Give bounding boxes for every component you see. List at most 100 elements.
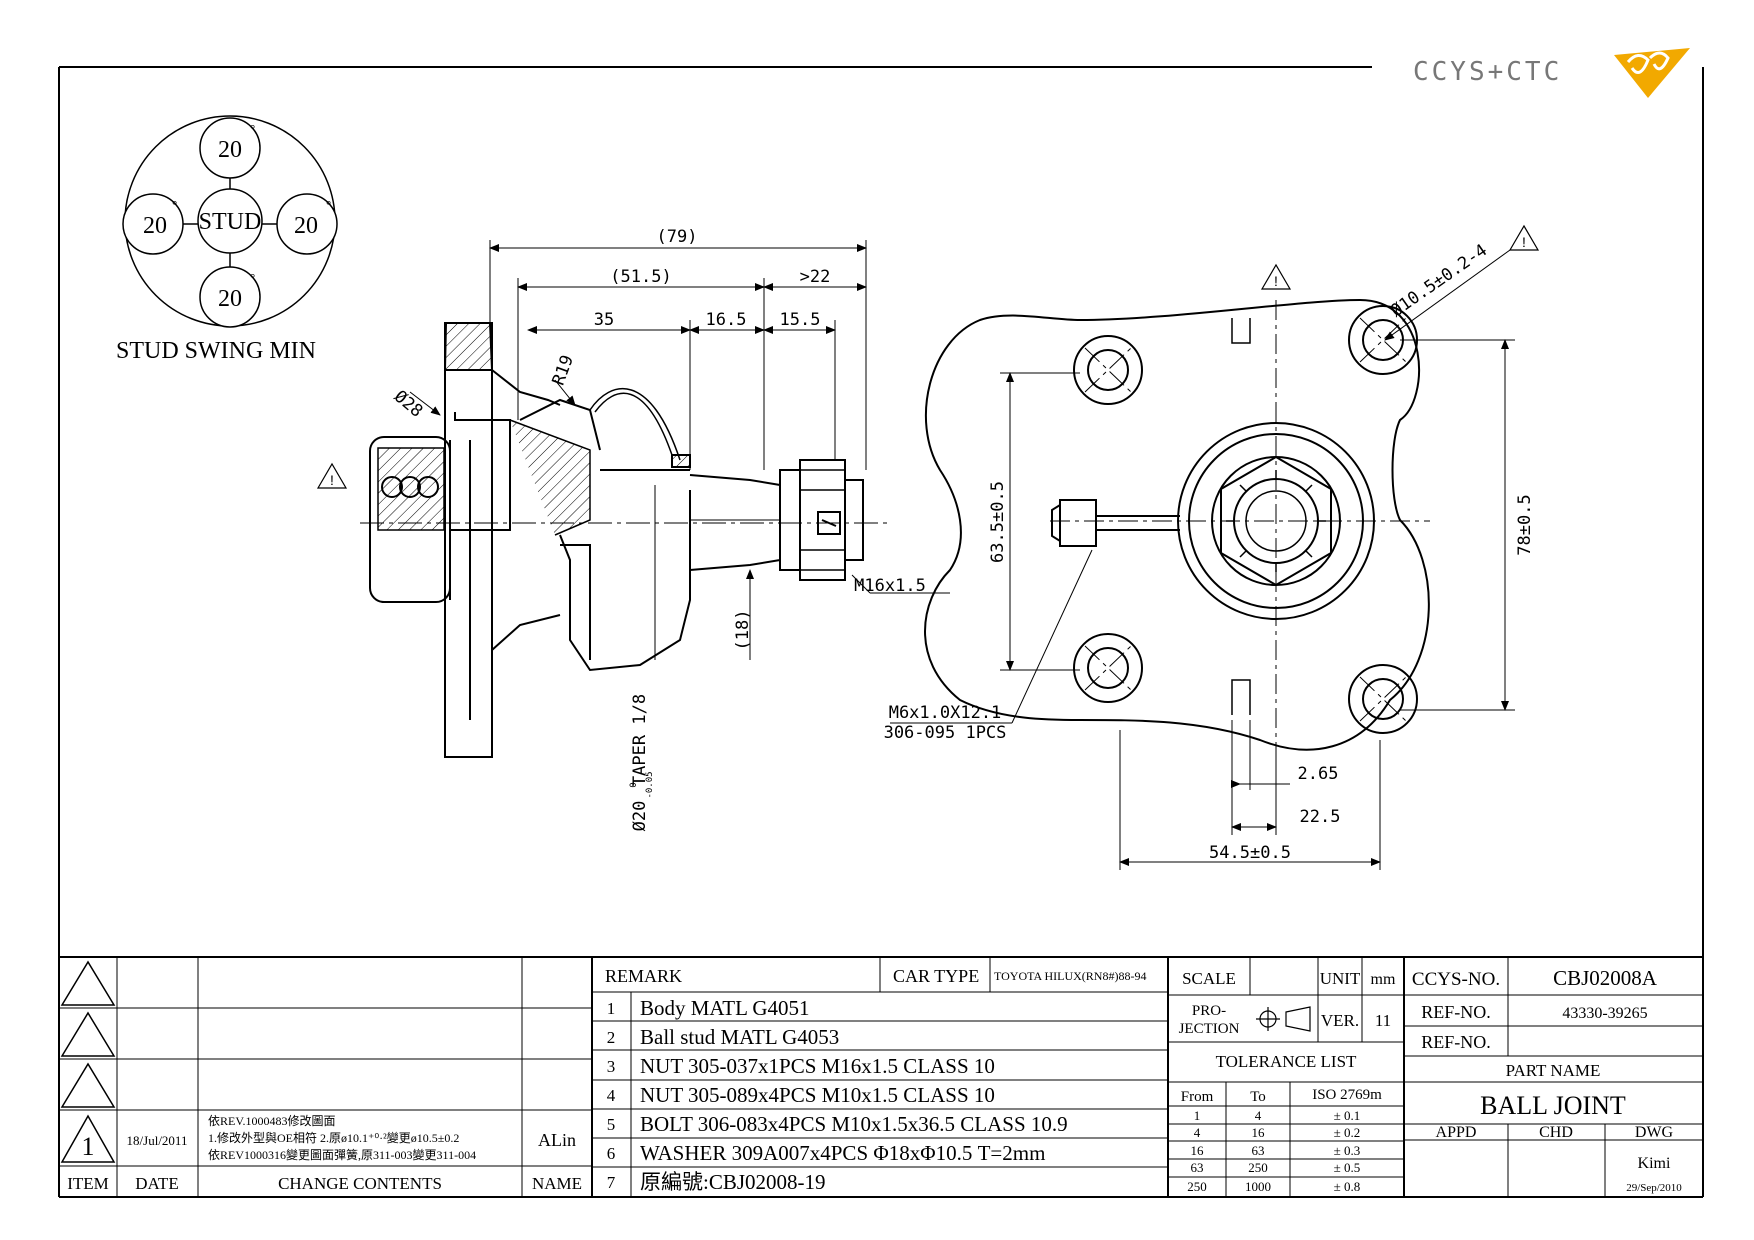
ccys-no-value: CBJ02008A [1553,966,1658,990]
tolerance-cell: 63 [1191,1160,1204,1175]
revision-change-line-3: 依REV1000316變更圖面彈簧,原311-003變更311-004 [208,1147,476,1162]
swing-bottom-value: 20 [218,286,242,312]
tolerance-header: ISO 2769m [1312,1087,1382,1103]
item-header: ITEM [67,1174,109,1193]
logo-text: CCYS+CTC [1413,57,1562,87]
dim-15-5: 15.5 [780,310,821,330]
dim-63-5: 63.5±0.5 [988,481,1008,563]
ref-no-value: 43330-39265 [1562,1005,1647,1022]
remark-item-number: 3 [607,1057,616,1076]
warning-triangle-icon: ! [1508,224,1540,251]
ref-no-label: REF-NO. [1421,1002,1491,1022]
remark-item-number: 5 [607,1115,616,1134]
tolerance-cell: 4 [1194,1125,1201,1140]
dim-22-5: 22.5 [1300,807,1341,827]
tolerance-header: From [1181,1089,1214,1105]
dim-overall: (79) [657,227,698,247]
warning-triangle-icon: ! [1260,263,1292,290]
top-view-centerlines [1050,300,1430,760]
cap-diameter: Ø28 [390,387,426,422]
version-value: 11 [1375,1011,1391,1030]
remark-item-text: NUT 305-037x1PCS M16x1.5 CLASS 10 [640,1054,995,1078]
stud-swing-label: STUD SWING MIN [116,338,316,364]
swing-right-value: 20 [294,213,318,239]
car-type-label: CAR TYPE [893,966,979,986]
dim-thread-length: >22 [800,267,831,287]
tolerance-cell: ± 0.3 [1334,1143,1361,1158]
warning-triangle-icon: ! [316,462,348,489]
svg-text:!: ! [1522,234,1526,250]
ref-no-label: REF-NO. [1421,1032,1491,1052]
tolerance-cell: ± 0.2 [1334,1125,1361,1140]
remark-item-text: NUT 305-089x4PCS M10x1.5 CLASS 10 [640,1083,995,1107]
thread-spec: M16x1.5 [854,576,926,596]
tolerance-cell: 250 [1187,1179,1207,1194]
projection-label-1: PRO- [1192,1003,1226,1019]
version-label: VER. [1321,1011,1359,1030]
date-header: DATE [135,1174,178,1193]
scale-label: SCALE [1182,969,1236,988]
tolerance-cell: 16 [1252,1125,1266,1140]
swing-top-value: 20 [218,137,242,163]
revision-change-line-2: 1.修改外型與OE相符 2.原ø10.1⁺⁰·²變更ø10.5±0.2 [208,1130,459,1145]
appd-label: APPD [1436,1124,1477,1141]
dim-16-5: 16.5 [706,310,747,330]
revision-author: ALin [538,1130,576,1150]
unit-label: UNIT [1320,969,1361,988]
company-logo: CCYS+CTC [1413,48,1690,98]
tolerance-cell: ± 0.5 [1334,1160,1361,1175]
logo-mark-icon [1614,48,1690,98]
grease-fitting-part: 306-095 1PCS [884,723,1007,743]
ccys-no-label: CCYS-NO. [1412,969,1500,990]
drafted-date: 29/Sep/2010 [1626,1182,1682,1194]
remark-item-text: 原編號:CBJ02008-19 [640,1170,826,1194]
swing-left-value: 20 [143,213,167,239]
degree-mark: ° [250,270,255,285]
dim-35: 35 [594,310,614,330]
svg-text:!: ! [330,472,334,488]
projection-symbol-icon [1256,1006,1311,1032]
degree-mark: ° [326,197,331,212]
remark-item-number: 4 [607,1086,616,1105]
tolerance-cell: ± 0.8 [1334,1179,1361,1194]
remark-item-number: 2 [607,1028,616,1047]
taper-diameter: Ø20 [630,801,650,832]
car-type-value: TOYOTA HILUX(RN8#)88-94 [994,969,1146,983]
dim-mid: (51.5) [610,267,671,287]
remark-item-number: 7 [607,1173,616,1192]
drafter-name: Kimi [1638,1155,1671,1172]
remark-label: REMARK [605,966,682,986]
part-name-label: PART NAME [1506,1061,1601,1080]
revision-number: 1 [82,1132,95,1161]
dim-2-65: 2.65 [1298,764,1339,784]
remark-item-number: 6 [607,1144,616,1163]
hole-note: Ø10.5±0.2-4 [1387,240,1491,321]
remark-item-text: WASHER 309A007x4PCS Φ18xΦ10.5 T=2mm [640,1141,1045,1165]
side-view-dimensions [409,240,950,660]
taper-text: TAPER 1/8 [630,694,650,786]
tolerance-title: TOLERANCE LIST [1216,1052,1357,1071]
top-view-dimensions [890,249,1515,870]
svg-text:!: ! [1274,273,1278,289]
remark-item-text: Ball stud MATL G4053 [640,1025,839,1049]
revision-triangle-icon [60,960,116,1163]
tolerance-cell: 250 [1248,1160,1268,1175]
name-header: NAME [532,1174,582,1193]
stud-swing-diagram [122,115,338,328]
stud-label: STUD [199,209,262,235]
part-name-value: BALL JOINT [1480,1091,1626,1120]
unit-value: mm [1371,971,1396,988]
revision-change-line-1: 依REV.1000483修改圖面 [208,1113,335,1128]
tolerance-cell: 16 [1191,1143,1205,1158]
remark-item-number: 1 [607,999,616,1018]
projection-label-2: JECTION [1179,1021,1240,1037]
remark-item-text: Body MATL G4051 [640,996,810,1020]
side-section-view [369,322,864,758]
grease-fitting-spec: M6x1.0X12.1 [889,703,1002,723]
change-contents-header: CHANGE CONTENTS [278,1174,442,1193]
radius-label: R19 [549,352,578,388]
chd-label: CHD [1539,1124,1573,1141]
degree-mark: ° [172,197,177,212]
title-block-grid [59,956,1703,1197]
